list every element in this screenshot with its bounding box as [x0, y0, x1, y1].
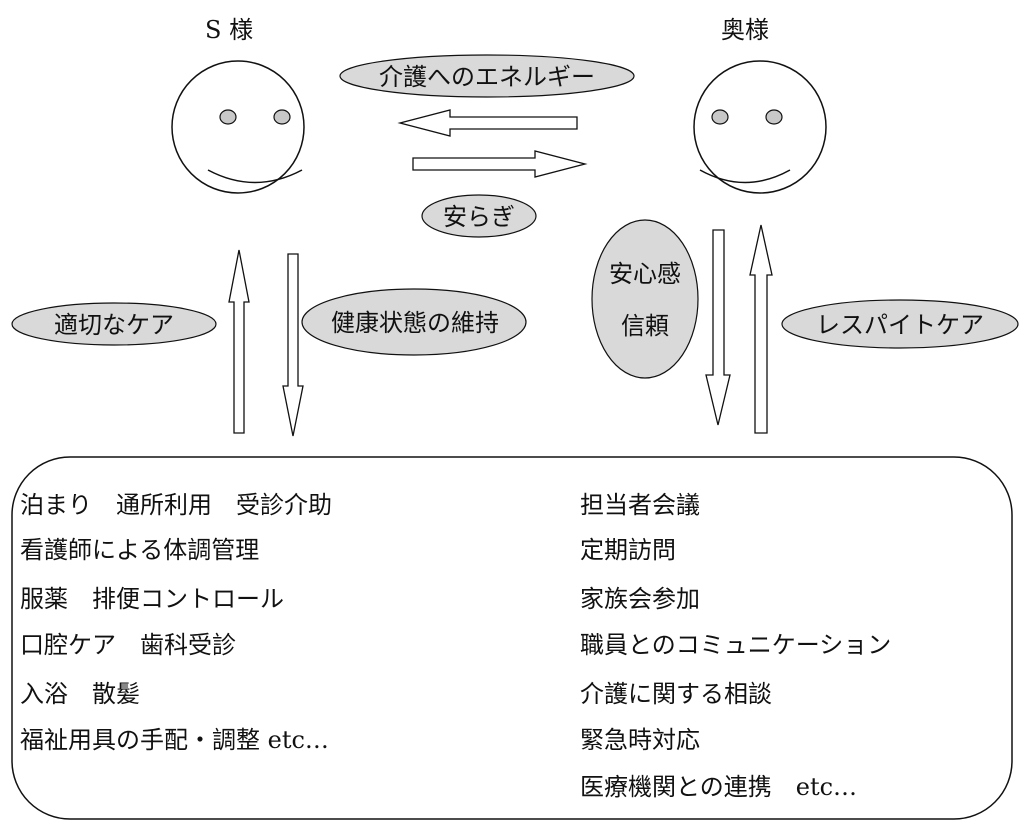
service-left-2: 看護師による体調管理 — [20, 536, 260, 564]
energy-label: 介護へのエネルギー — [379, 63, 595, 91]
security-bubble — [591, 219, 699, 379]
service-left-3: 服薬 排便コントロール — [20, 585, 284, 613]
service-left-5: 入浴 散髪 — [20, 680, 140, 708]
service-right-3: 家族会参加 — [580, 585, 700, 613]
wife-left-eye — [711, 109, 729, 125]
s-name: S 様 — [205, 16, 253, 44]
respite-label: レスパイトケア — [816, 311, 984, 339]
arrow-down-health — [282, 253, 304, 437]
services-box — [11, 456, 1013, 820]
service-right-5: 介護に関する相談 — [580, 680, 772, 708]
service-right-4: 職員とのコミュニケーション — [580, 631, 892, 659]
service-left-1: 泊まり 通所利用 受診介助 — [20, 491, 332, 519]
s-face — [171, 60, 305, 194]
proper-care-bubble — [11, 302, 217, 346]
health-bubble — [301, 288, 527, 356]
ease-bubble — [421, 194, 537, 238]
wife-smile — [699, 169, 791, 184]
proper-care-label: 適切なケア — [54, 311, 174, 339]
arrow-right-ease — [412, 150, 588, 178]
arrow-down-security — [705, 229, 731, 426]
wife-right-eye — [765, 109, 783, 125]
service-right-2: 定期訪問 — [580, 536, 676, 564]
service-right-7: 医療機関との連携 etc… — [580, 773, 858, 801]
arrow-up-proper-care — [228, 249, 250, 434]
service-right-1: 担当者会議 — [580, 491, 700, 519]
energy-bubble — [339, 54, 635, 98]
service-left-4: 口腔ケア 歯科受診 — [20, 631, 236, 659]
ease-label: 安らぎ — [443, 203, 515, 231]
security-label-2: 信頼 — [621, 312, 669, 340]
s-smile — [207, 169, 303, 184]
respite-bubble — [781, 299, 1019, 349]
wife-face — [693, 60, 827, 194]
service-right-6: 緊急時対応 — [580, 726, 700, 754]
s-right-eye — [273, 109, 291, 125]
arrow-left-energy — [397, 109, 578, 137]
arrow-up-respite — [749, 224, 773, 434]
s-left-eye — [219, 109, 237, 125]
service-left-6: 福祉用具の手配・調整 etc… — [20, 726, 329, 754]
security-label-1: 安心感 — [609, 260, 681, 288]
health-label: 健康状態の維持 — [331, 309, 499, 337]
wife-name: 奥様 — [721, 16, 769, 44]
